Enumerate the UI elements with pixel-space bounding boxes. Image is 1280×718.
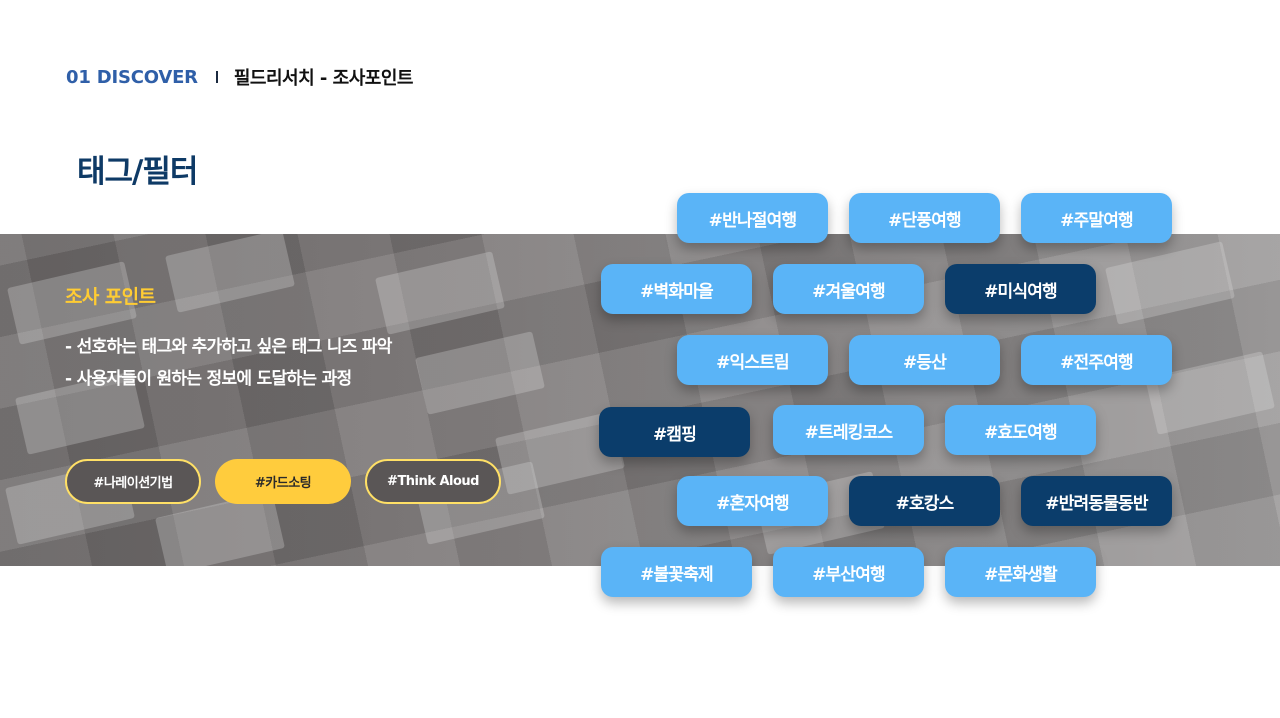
tag-chip: #등산 [849,335,1000,385]
tag-chip: #익스트림 [677,335,828,385]
method-tag-narration: #나레이션기법 [65,459,201,504]
tag-chip-selected: #반려동물동반 [1021,476,1172,526]
tag-chip: #트레킹코스 [773,405,924,455]
tag-chip: #효도여행 [945,405,1096,455]
research-point-title: 조사 포인트 [65,286,156,308]
tag-chip: #전주여행 [1021,335,1172,385]
photo-card [1105,241,1235,325]
photo-card [165,234,295,313]
section-number: 01 DISCOVER [66,66,198,88]
tag-chip: #문화생활 [945,547,1096,597]
slide-header: 01 DISCOVER 필드리서치 - 조사포인트 [66,64,413,90]
section-subtitle: 필드리서치 - 조사포인트 [233,68,414,89]
tag-chip: #부산여행 [773,547,924,597]
header-divider [215,71,218,83]
tag-chip-selected: #미식여행 [945,264,1096,314]
tag-chip: #불꽃축제 [601,547,752,597]
photo-card [415,331,545,415]
page-title: 태그/필터 [77,154,198,190]
tag-chip-selected: #캠핑 [599,407,750,457]
research-point-item: - 선호하는 태그와 추가하고 싶은 태그 니즈 파악 [65,337,392,357]
tag-chip: #반나절여행 [677,193,828,243]
tag-chip-selected: #호캉스 [849,476,1000,526]
method-tag-think-aloud: #Think Aloud [365,459,501,504]
tag-chip: #혼자여행 [677,476,828,526]
research-point-item: - 사용자들이 원하는 정보에 도달하는 과정 [65,369,352,389]
tag-chip: #단풍여행 [849,193,1000,243]
method-tag-card-sorting: #카드소팅 [215,459,351,504]
photo-card [375,251,505,335]
tag-chip: #벽화마을 [601,264,752,314]
tag-chip: #겨울여행 [773,264,924,314]
tag-chip: #주말여행 [1021,193,1172,243]
